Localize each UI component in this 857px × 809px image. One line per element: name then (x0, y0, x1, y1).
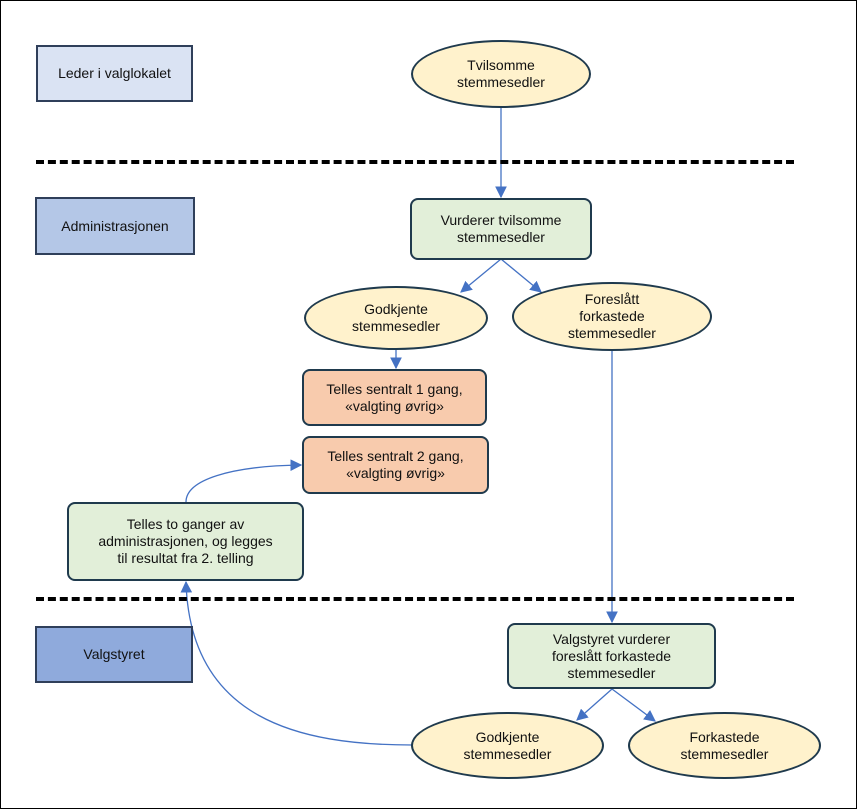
lane-divider-1 (36, 160, 794, 164)
arrow-vurderer-to-godkjente (460, 258, 502, 293)
lane-label-administration: Administrasjonen (35, 197, 195, 255)
lane-divider-2 (36, 597, 794, 601)
node-telles-sentralt-2: Telles sentralt 2 gang, «valgting øvrig» (302, 436, 489, 494)
node-valgstyret-vurderer: Valgstyret vurderer foreslått forkastede… (507, 623, 716, 689)
node-telles-sentralt-1: Telles sentralt 1 gang, «valgting øvrig» (302, 369, 487, 426)
arrow-telles-to-to-telles2 (185, 459, 303, 503)
node-forkastede-stemmesedler: Forkastede stemmesedler (628, 712, 821, 779)
node-foreslatt-forkastede: Foreslått forkastede stemmesedler (512, 282, 712, 351)
node-tvilsomme-stemmesedler: Tvilsomme stemmesedler (411, 40, 591, 108)
arrow-valgstyret-to-forkastede (611, 688, 656, 722)
lane-label-board: Valgstyret (35, 626, 193, 683)
lane-label-leader: Leder i valglokalet (36, 45, 193, 102)
node-godkjente-stemmesedler-board: Godkjente stemmesedler (411, 712, 604, 779)
arrow-vurderer-to-foreslatt (500, 258, 542, 293)
node-telles-to-ganger: Telles to ganger av administrasjonen, og… (67, 502, 304, 581)
arrow-valgstyret-to-godkjente (576, 688, 613, 721)
arrow-godkjente-board-to-telles-to (180, 580, 413, 746)
node-godkjente-stemmesedler-admin: Godkjente stemmesedler (304, 286, 488, 350)
node-vurderer-tvilsomme: Vurderer tvilsomme stemmesedler (410, 198, 592, 260)
